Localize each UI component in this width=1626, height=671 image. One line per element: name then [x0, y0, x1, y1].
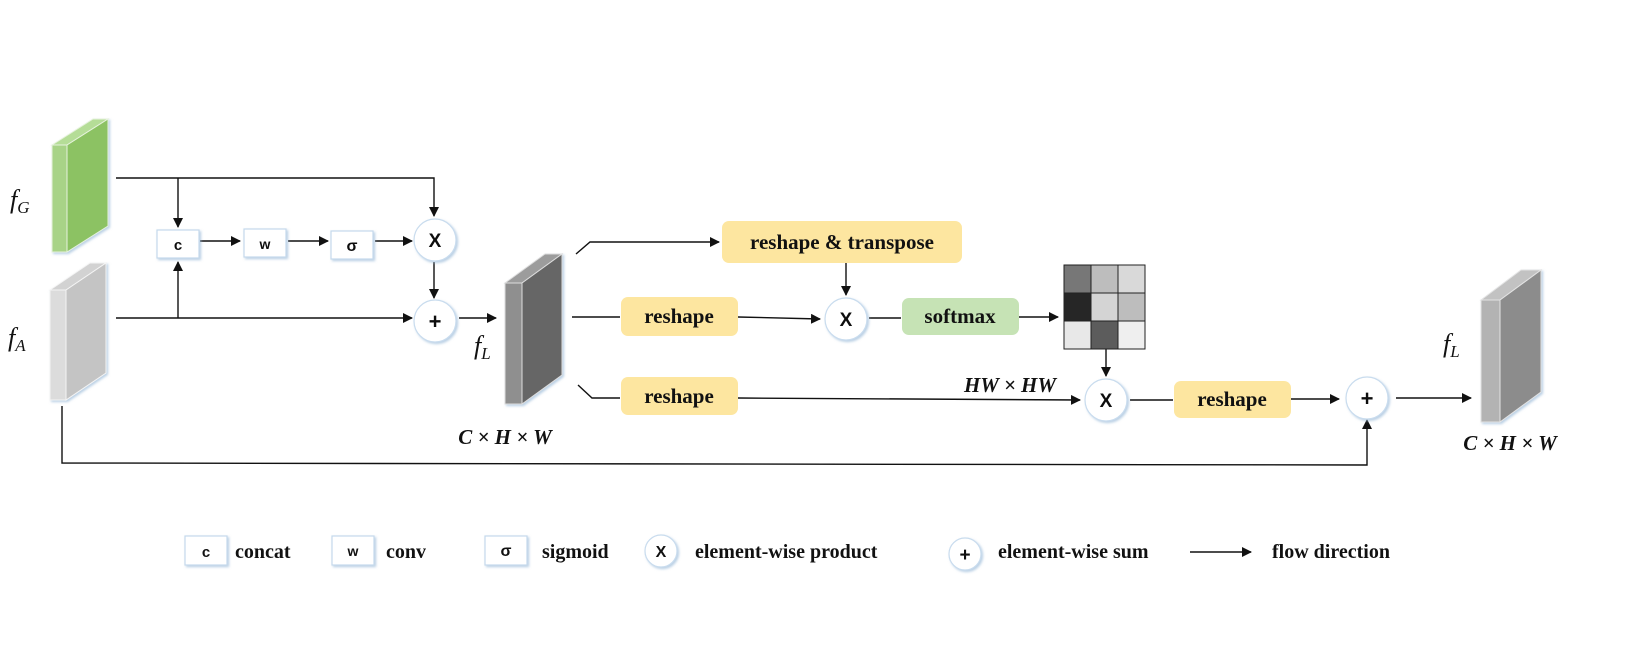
attention-cell: [1117, 264, 1146, 294]
legend-concat-symbol: c: [202, 544, 210, 561]
label-fa: fA: [8, 323, 26, 355]
legend-concat: c concat: [184, 535, 291, 566]
sum-op-output-label: +: [1361, 386, 1374, 411]
conv-box-label: w: [259, 236, 271, 252]
legend-flow-label: flow direction: [1272, 541, 1390, 563]
connections-attention: [572, 237, 1472, 405]
legend-sum-icon: [948, 537, 982, 571]
concat-box: c: [156, 229, 200, 259]
legend-flow: flow direction: [1190, 541, 1390, 563]
sum-op-fusion-label: +: [429, 309, 442, 334]
legend-sigmoid-icon: [484, 535, 528, 566]
connections-fusion: [61, 177, 1372, 466]
reshape-transpose-box: reshape & transpose: [722, 221, 962, 263]
attention-cell: [1090, 264, 1119, 294]
legend-product-symbol: X: [656, 544, 667, 561]
sum-op-output: +: [1345, 376, 1389, 420]
dim-label-mid: C × H × W: [458, 425, 553, 449]
legend-sigmoid: σ sigmoid: [484, 535, 609, 566]
sigmoid-box-label: σ: [347, 238, 358, 255]
softmax-box: softmax: [902, 298, 1019, 335]
dim-label-out: C × H × W: [1463, 431, 1558, 455]
product-op-attention-label: X: [840, 310, 853, 331]
feature-block-fa: [48, 262, 108, 401]
legend-sigmoid-label: sigmoid: [542, 541, 609, 563]
attention-cell: [1063, 320, 1092, 350]
conv-box: w: [243, 228, 287, 258]
attention-cell: [1090, 320, 1119, 350]
product-op-fusion-label: X: [429, 231, 442, 252]
product-op-attention: X: [824, 297, 868, 341]
attention-cell: [1117, 320, 1146, 350]
legend-conv-symbol: w: [347, 543, 359, 559]
attention-map: [1063, 264, 1146, 350]
legend-product: X element-wise product: [644, 534, 878, 568]
legend-sum-label: element-wise sum: [998, 541, 1149, 563]
concat-box-label: c: [174, 237, 182, 254]
attention-cell: [1063, 264, 1092, 294]
reshape-transpose-label: reshape & transpose: [750, 230, 934, 254]
legend: c concat w conv σ sigmoid X element-wise…: [184, 534, 1390, 571]
dim-label-attention: HW × HW: [963, 373, 1057, 397]
reshape-box-output-label: reshape: [1197, 387, 1267, 411]
reshape-box-query-label: reshape: [644, 304, 714, 328]
label-fl-out: fL: [1443, 329, 1460, 361]
product-op-value: X: [1084, 378, 1128, 422]
legend-product-label: element-wise product: [695, 541, 878, 563]
softmax-box-label: softmax: [924, 304, 996, 328]
reshape-box-value-label: reshape: [644, 384, 714, 408]
attention-cell: [1117, 292, 1146, 322]
feature-block-fg: [50, 118, 110, 253]
attention-cell: [1090, 292, 1119, 322]
attention-cell: [1063, 292, 1092, 322]
feature-block-fl-mid: [503, 253, 564, 405]
legend-sum-symbol: +: [959, 545, 970, 566]
product-op-value-label: X: [1100, 391, 1113, 412]
feature-block-fl-out: [1479, 269, 1543, 423]
legend-sigmoid-symbol: σ: [501, 543, 512, 560]
reshape-box-output: reshape: [1174, 381, 1291, 418]
label-fl-mid: fL: [474, 331, 491, 363]
sum-op-fusion: +: [413, 299, 457, 343]
legend-product-icon: [644, 534, 678, 568]
reshape-box-value: reshape: [621, 377, 738, 415]
legend-sum: + element-wise sum: [948, 537, 1149, 571]
legend-conv: w conv: [331, 535, 426, 566]
reshape-box-query: reshape: [621, 297, 738, 336]
label-fg: fG: [10, 185, 30, 217]
legend-concat-label: concat: [235, 541, 291, 563]
legend-concat-icon: [184, 535, 228, 566]
legend-conv-icon: [331, 535, 375, 566]
sigmoid-box: σ: [330, 230, 374, 260]
legend-conv-label: conv: [386, 541, 426, 563]
product-op-fusion: X: [413, 218, 457, 262]
